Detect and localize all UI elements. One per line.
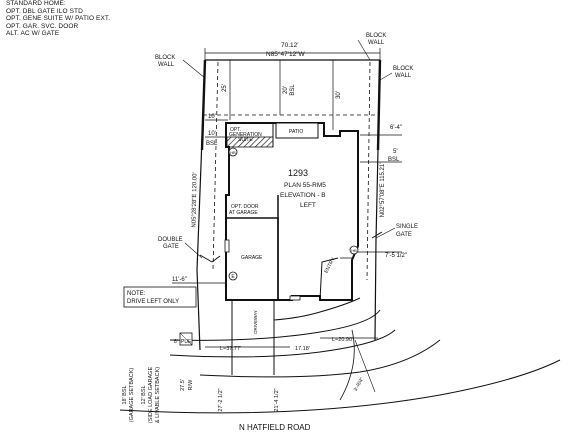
note-label-1: NOTE: bbox=[127, 291, 146, 297]
double-gate-label-2: GATE bbox=[163, 244, 179, 250]
dim-6-4: 6'-4" bbox=[390, 125, 402, 131]
hb-icon-2: HB bbox=[349, 245, 359, 255]
block-wall-left-label-1: BLOCK bbox=[155, 55, 175, 61]
left-side-bearing: N05°28'28"E 120.00' bbox=[192, 172, 199, 227]
bsl-12-sub2: & LIVABLE SETBACK) bbox=[155, 367, 161, 423]
bsl-18-sub: (GARAGE SETBACK) bbox=[129, 368, 135, 423]
rear-bearing: N85°47'12"W bbox=[266, 50, 306, 58]
electrical-meter-icon: E bbox=[228, 271, 238, 281]
double-gate-label-1: DOUBLE bbox=[158, 237, 183, 243]
dim-30: 30' bbox=[336, 91, 342, 99]
plan-notes: STANDARD HOME: OPT. DBL GATE ILO STD OPT… bbox=[6, 0, 136, 38]
right-setback-line bbox=[366, 61, 371, 281]
svg-text:HB: HB bbox=[351, 248, 357, 253]
opt-door-label-1: OPT. DOOR bbox=[231, 204, 259, 210]
right-side-bearing: N02°57'08"E 115.21' bbox=[380, 163, 386, 218]
dim-25: 25' bbox=[222, 84, 228, 92]
lot-elevation: ELEVATION - B bbox=[280, 192, 326, 199]
gen-suite-label-3: SUITE bbox=[238, 137, 253, 143]
block-wall-left-line bbox=[200, 59, 207, 151]
curb-line bbox=[119, 309, 561, 414]
lot-plan: PLAN 55-RM5 bbox=[284, 182, 326, 189]
single-gate-label-2: GATE bbox=[396, 232, 412, 238]
bsl-right: BSL bbox=[388, 157, 400, 163]
gen-suite-label-2: GENERATION bbox=[229, 132, 262, 138]
block-wall-right-label-1: BLOCK bbox=[393, 66, 413, 72]
opt-door-label-2: AT GARAGE bbox=[229, 210, 258, 216]
drive-note-box bbox=[123, 286, 197, 308]
dim-5: 5' bbox=[393, 149, 397, 155]
bsl-12-sub: (SIDE LOAD GARAGE bbox=[148, 367, 154, 424]
single-gate-label-1: SINGLE bbox=[396, 224, 418, 230]
lot-handing: LEFT bbox=[300, 202, 316, 209]
double-gate bbox=[199, 254, 221, 263]
note-line: OPT. GAR. SVC. DOOR bbox=[6, 22, 79, 30]
bsl-left: BSL bbox=[206, 141, 218, 147]
rear-dimension: 70.12' bbox=[281, 42, 299, 49]
driveway-label: DRIVEWAY bbox=[253, 310, 258, 334]
block-wall-top-label-1: BLOCK bbox=[366, 33, 386, 39]
dim-7-5: 7'-5 1/2" bbox=[385, 253, 407, 259]
block-wall-right-line bbox=[376, 59, 382, 151]
street-21-4: 21'-4 1/2" bbox=[274, 388, 280, 411]
garage-label: GARAGE bbox=[241, 255, 263, 261]
block-wall-right-label-2: WALL bbox=[395, 73, 412, 79]
hb-icon-1: HB bbox=[228, 147, 238, 157]
patio-box bbox=[275, 122, 319, 139]
street-27-2: 27'-2 1/2" bbox=[218, 388, 224, 411]
street-rw: R/W bbox=[188, 379, 194, 391]
curb-radius: 3'-R/4" bbox=[353, 376, 366, 392]
note-line: ALT. AC W/ GATE bbox=[6, 30, 60, 38]
note-line: OPT. DBL GATE ILO STD bbox=[6, 7, 83, 15]
dim-11-6: 11'-6" bbox=[172, 277, 187, 283]
note-label-2: DRIVE LEFT ONLY bbox=[127, 299, 179, 305]
dim-10-b: 10' bbox=[208, 131, 216, 137]
pue-label: PUE bbox=[181, 339, 192, 345]
street-27-5: 27.5' bbox=[180, 379, 186, 391]
gen-suite-label-1: OPT. bbox=[230, 127, 241, 133]
patio-label: PATIO bbox=[289, 129, 303, 135]
note-line: STANDARD HOME: bbox=[6, 0, 66, 7]
bsl-18: 18' BSL bbox=[122, 385, 128, 404]
bsl-12: 12' BSL bbox=[141, 385, 147, 404]
single-gate bbox=[371, 231, 383, 239]
dim-10-a: 10' bbox=[208, 114, 216, 120]
lot-number: 1293 bbox=[288, 168, 308, 178]
front-dim-17: 17.18' bbox=[295, 346, 310, 352]
entry-step bbox=[289, 295, 301, 301]
block-wall-top-label-2: WALL bbox=[368, 40, 385, 46]
svg-text:E: E bbox=[231, 274, 235, 280]
left-setback-line bbox=[212, 61, 219, 271]
block-wall-left-label-2: WALL bbox=[158, 62, 175, 68]
dim-20: 20' bbox=[283, 86, 289, 94]
note-line: OPT. GENE SUITE W/ PATIO EXT. bbox=[6, 15, 111, 23]
garage-service-door bbox=[224, 239, 230, 253]
curb-right-length: L=20.90' bbox=[332, 337, 353, 343]
dim-20-bsl: BSL bbox=[290, 84, 296, 96]
road-name: N HATFIELD ROAD bbox=[239, 423, 311, 432]
curb-left-length: L=37.77' bbox=[220, 346, 241, 352]
dim-8: 8' bbox=[174, 339, 178, 345]
svg-text:HB: HB bbox=[230, 150, 236, 155]
